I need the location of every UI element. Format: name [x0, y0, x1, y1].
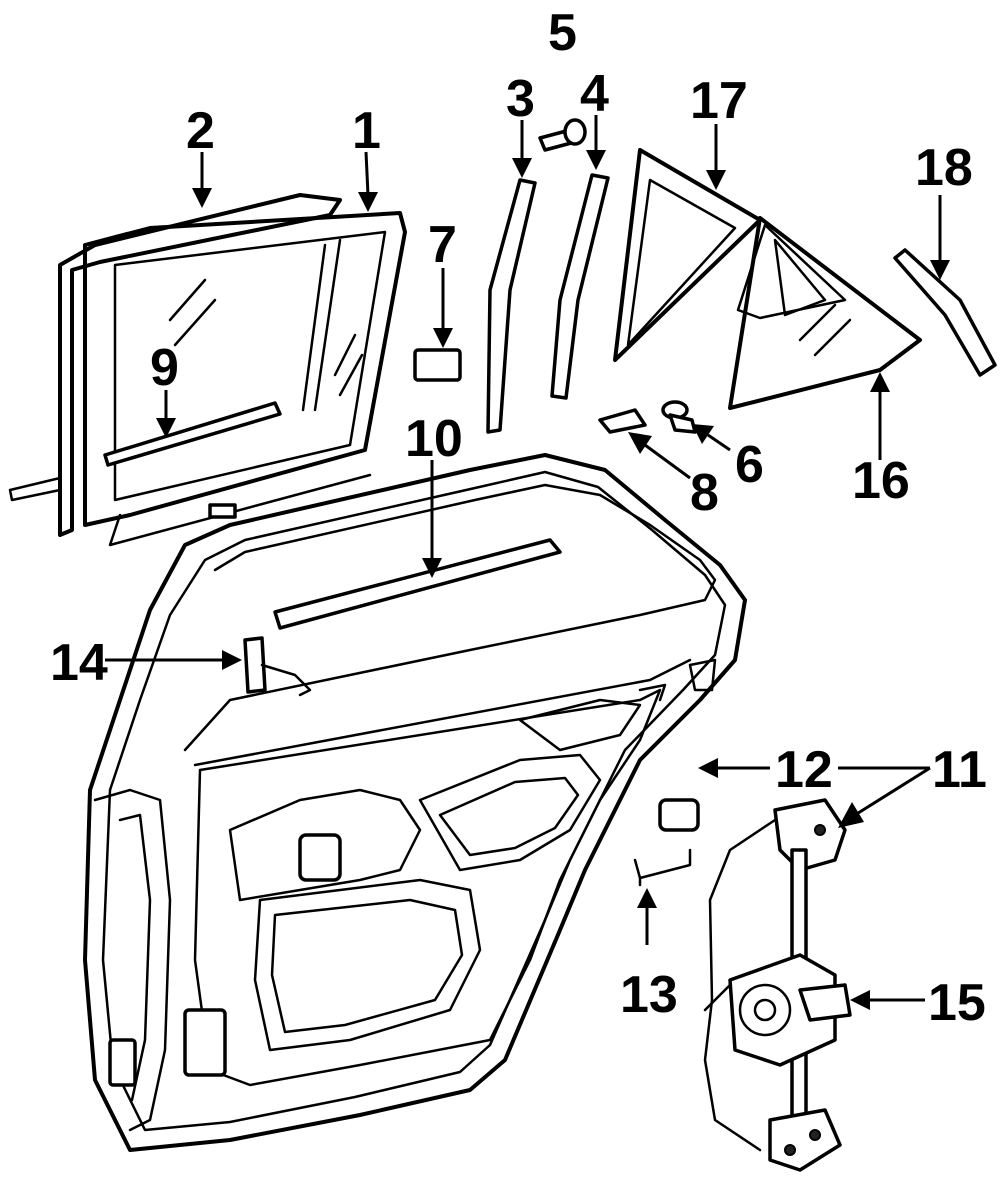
callout-4: 4	[580, 65, 609, 123]
callout-16: 16	[852, 452, 910, 510]
bumper-block	[413, 348, 462, 382]
callout-11: 11	[932, 741, 987, 799]
callout-labels: 1 2 3 4 5 6 7 8 9 10 11 12 13 14 15 16 1…	[50, 4, 987, 1032]
division-bar-run	[486, 178, 537, 434]
door-shell	[83, 453, 747, 1152]
callout-3: 3	[506, 70, 535, 128]
callout-2: 2	[186, 102, 215, 160]
clip	[598, 408, 647, 434]
callout-1: 1	[352, 102, 381, 160]
callout-10: 10	[405, 410, 463, 468]
callout-5: 5	[548, 4, 577, 62]
handle-bracket	[243, 636, 312, 697]
callout-12: 12	[775, 741, 833, 799]
callout-7: 7	[428, 216, 457, 274]
door-glass	[83, 211, 407, 547]
callout-14: 14	[50, 634, 108, 692]
callout-9: 9	[150, 339, 179, 397]
leader-lines	[105, 115, 950, 1010]
callout-15: 15	[928, 974, 986, 1032]
callout-13: 13	[620, 966, 678, 1024]
glass-run-channel	[8, 193, 342, 537]
grommet	[658, 798, 700, 832]
quarter-glass	[728, 216, 922, 410]
outer-belt-molding	[273, 538, 562, 630]
division-bar	[550, 173, 610, 400]
window-regulator	[703, 798, 852, 1172]
lock-rod	[633, 848, 692, 887]
quarter-molding	[893, 248, 997, 377]
screw	[538, 118, 587, 152]
callout-6: 6	[735, 436, 764, 494]
callout-8: 8	[690, 464, 719, 522]
callout-17: 17	[690, 72, 748, 130]
quarter-window-frame	[613, 148, 847, 362]
belt-weatherstrip	[103, 401, 282, 467]
fastener	[661, 400, 697, 434]
callout-18: 18	[915, 139, 973, 197]
